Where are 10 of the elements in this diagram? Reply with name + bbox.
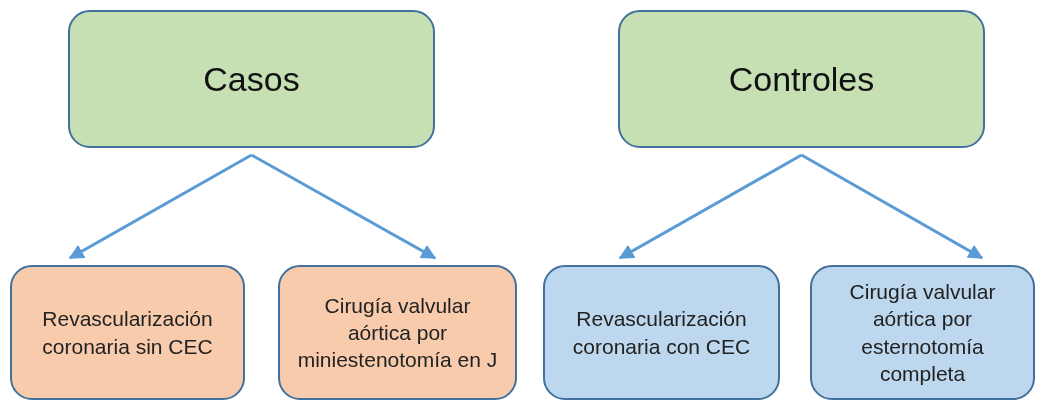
category-box: Cirugía valvular aórtica por esternotomía completa	[810, 265, 1035, 400]
category-box: Revascularización coronaria con CEC	[543, 265, 780, 400]
group-box: Controles	[618, 10, 985, 148]
arrow	[250, 153, 437, 260]
arrow	[68, 153, 253, 260]
group-box: Casos	[68, 10, 435, 148]
arrow	[800, 153, 984, 260]
category-box: Revascularización coronaria sin CEC	[10, 265, 245, 400]
arrow	[618, 153, 803, 260]
category-box: Cirugía valvular aórtica por miniestenotomía en J	[278, 265, 517, 400]
